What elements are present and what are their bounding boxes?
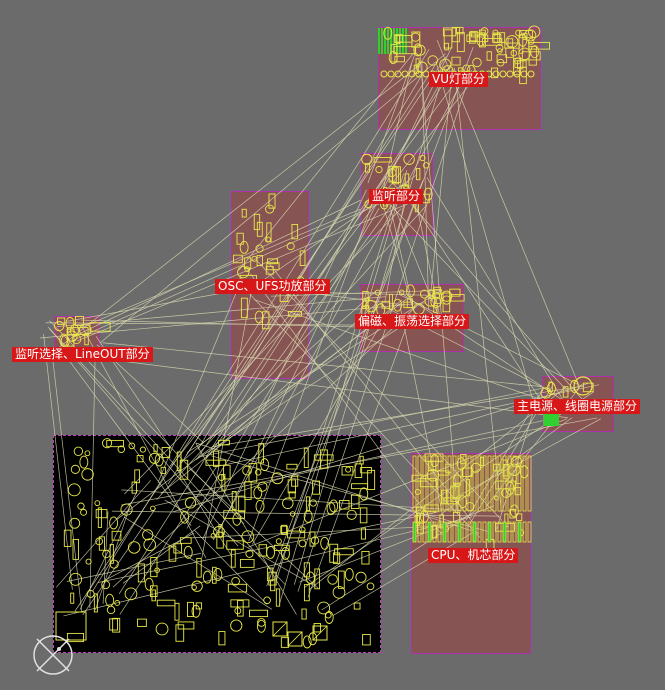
room-label-power: 主电源、线圈电源部分 <box>514 399 641 414</box>
room-label-cpu: CPU、机芯部分 <box>428 548 519 563</box>
pcb-board-outline[interactable] <box>53 435 381 653</box>
room-label-vu: VU灯部分 <box>429 72 488 87</box>
room-label-lineout: 监听选择、LineOUT部分 <box>12 347 153 362</box>
origin-crosshair-icon <box>33 635 73 675</box>
room-label-osc: OSC、UFS功放部分 <box>215 279 330 294</box>
room-label-monitor: 监听部分 <box>369 189 424 204</box>
room-label-bias: 偏磁、振荡选择部分 <box>355 314 470 329</box>
